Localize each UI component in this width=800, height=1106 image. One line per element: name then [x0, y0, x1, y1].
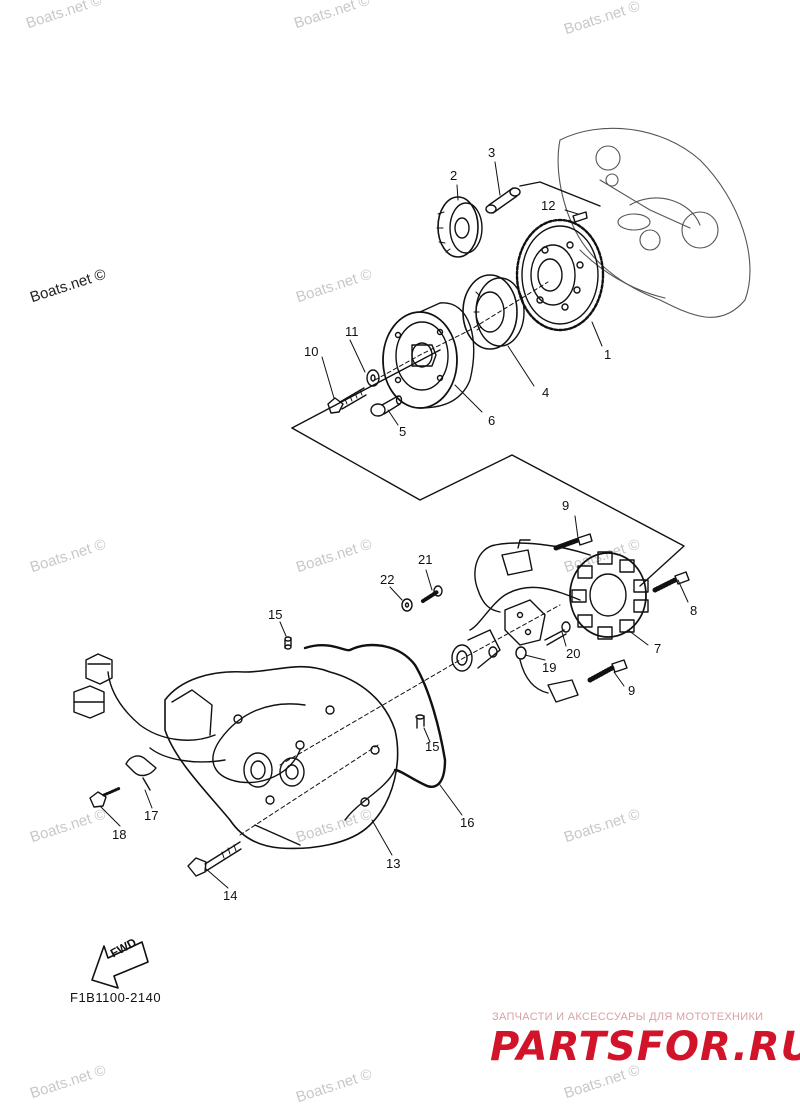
brand-logo[interactable]: PARTSFOR.RU	[490, 1024, 800, 1070]
callout-part-17: 17	[144, 808, 159, 823]
callout-part-8: 8	[690, 603, 698, 618]
assembly-axis	[279, 604, 561, 766]
callout-part-2: 2	[450, 168, 458, 183]
gasket-part-16	[303, 643, 447, 788]
callout-part-9-lower: 9	[628, 683, 636, 698]
stator-lead-wire	[474, 542, 591, 613]
callout-part-22: 22	[380, 572, 395, 587]
screw-part-21	[421, 585, 443, 603]
wire-harness	[149, 747, 226, 763]
callout-part-1: 1	[604, 347, 612, 362]
dowel-pin-part-15-lower	[415, 714, 425, 729]
diagram-code: F1B1100-2140	[70, 990, 162, 1005]
stator-lead-wire	[469, 586, 581, 631]
callout-part-12: 12	[541, 198, 556, 213]
wire-harness	[212, 703, 306, 784]
screw-part-20	[544, 621, 571, 646]
clamp-part-17	[125, 755, 157, 791]
key-part-12	[572, 211, 588, 223]
bolt-part-18	[89, 786, 122, 808]
callout-part-16: 16	[460, 815, 475, 830]
forward-arrow-icon	[91, 941, 149, 989]
callout-part-7: 7	[654, 641, 662, 656]
callout-part-19: 19	[542, 660, 557, 675]
starter-gear-part-1	[515, 218, 605, 332]
bolt-part-8	[652, 571, 690, 593]
idler-gear-part-2	[436, 196, 483, 258]
leader-lines	[99, 161, 689, 889]
callout-part-15-upper: 15	[268, 607, 283, 622]
callout-part-9-upper: 9	[562, 498, 570, 513]
bolt-part-9-lower	[587, 659, 628, 683]
callout-part-11: 11	[345, 324, 359, 339]
callout-part-6: 6	[488, 413, 496, 428]
wire-connector	[501, 539, 533, 576]
generator-cover-part-13	[164, 665, 399, 850]
crankcase-housing	[557, 127, 751, 318]
washer-part-22	[401, 598, 413, 612]
pickup-coil-part-19	[504, 599, 579, 703]
wire-harness	[107, 671, 216, 741]
brand-tagline: ЗАПЧАСТИ И АКСЕССУАРЫ ДЛЯ МОТОТЕХНИКИ	[492, 1011, 764, 1023]
assembly-axis	[374, 281, 549, 381]
callout-part-5: 5	[399, 424, 407, 439]
one-way-clutch-part-4	[462, 274, 525, 350]
washer-part-11	[366, 369, 380, 387]
assembly-axis	[239, 744, 379, 836]
callout-part-21: 21	[418, 552, 433, 567]
flywheel-rotor-part-6	[382, 302, 475, 409]
bolt-part-10	[327, 387, 367, 414]
callout-part-15-lower: 15	[425, 739, 440, 754]
dowel-pin-part-15-upper	[284, 636, 292, 650]
wire-connector-left	[73, 653, 113, 719]
callout-part-4: 4	[542, 385, 550, 400]
bolt-part-14	[187, 841, 242, 877]
callout-part-18: 18	[112, 827, 127, 842]
callout-part-20: 20	[566, 646, 581, 661]
callout-part-14: 14	[223, 888, 238, 903]
callout-part-10: 10	[304, 344, 319, 359]
oil-seal	[451, 629, 501, 672]
stator-part-7	[569, 551, 649, 640]
bolt-part-9-upper	[553, 533, 593, 551]
shaft-part-3	[485, 181, 601, 214]
bolt-part-5	[370, 395, 403, 417]
callout-part-3: 3	[488, 145, 496, 160]
callout-part-13: 13	[386, 856, 401, 871]
group-boundary-line	[291, 427, 685, 587]
